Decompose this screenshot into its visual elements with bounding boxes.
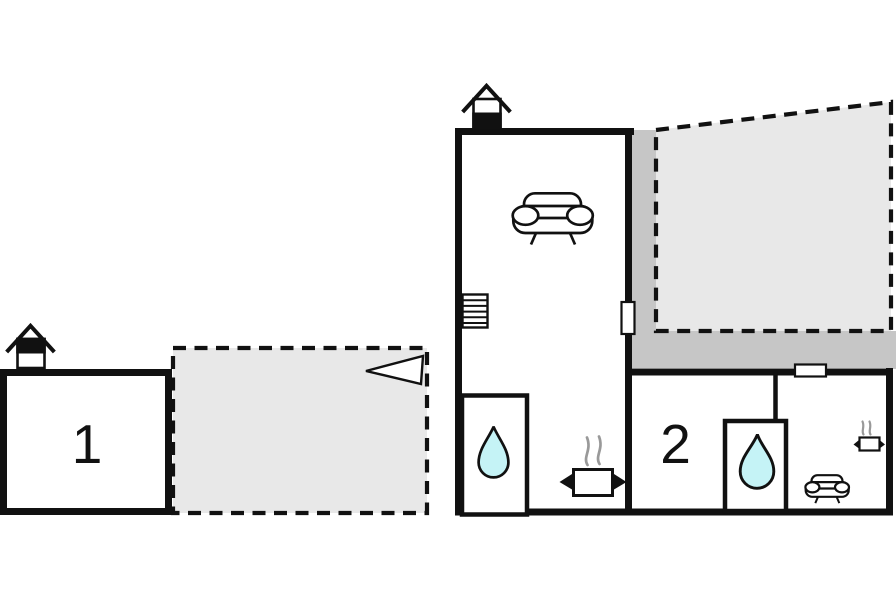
unit2-terrace-walkway (632, 130, 896, 369)
unit2-terrace (632, 99, 896, 369)
unit2-label: 2 (660, 413, 691, 475)
cooking-pot-icon (853, 420, 885, 452)
sofa-icon (511, 191, 595, 246)
house-upper-floor-icon (5, 322, 56, 370)
stairs-icon (461, 293, 489, 329)
sofa-icon (804, 474, 851, 504)
steam-lines (861, 420, 872, 436)
house-ground-floor-icon (461, 82, 512, 130)
unit1-building: 1 (0, 369, 172, 515)
unit1-terrace (170, 345, 430, 516)
unit2-terrace-area (653, 99, 894, 334)
unit2-outer-walls (455, 128, 893, 516)
door-icon (620, 300, 636, 336)
steam-lines (584, 435, 602, 467)
unit1-label: 1 (72, 413, 103, 475)
water-drop-icon (738, 434, 776, 490)
cooking-pot-icon (559, 435, 627, 497)
unit1-room (0, 369, 172, 515)
window-icon (793, 363, 828, 378)
direction-arrow-icon (365, 354, 425, 386)
water-drop-icon (477, 426, 510, 479)
